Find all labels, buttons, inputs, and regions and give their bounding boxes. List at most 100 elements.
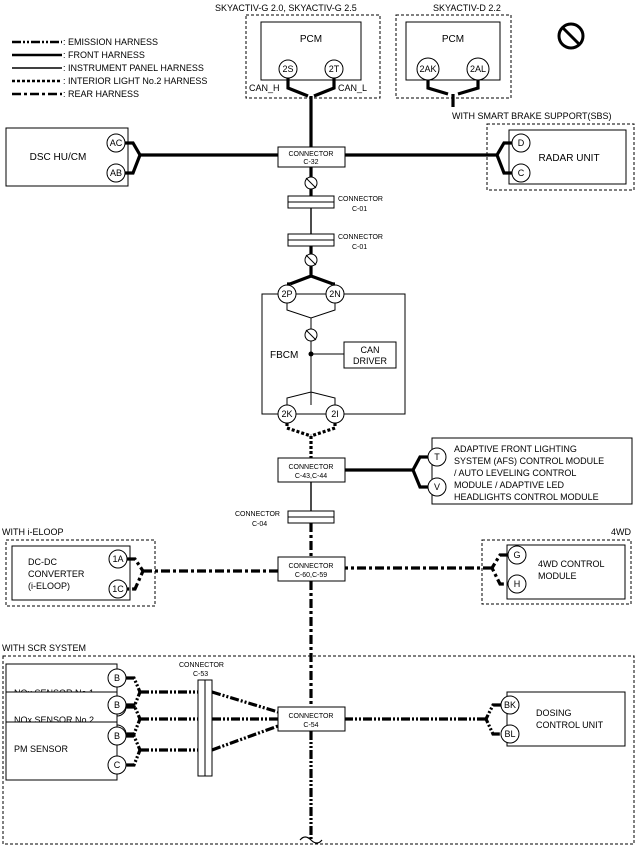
wire-break-icon	[299, 836, 323, 844]
pcm-g-title: PCM	[300, 34, 322, 45]
skyactiv-d-label: SKYACTIV-D 2.2	[433, 3, 501, 13]
can-driver-line2: DRIVER	[353, 356, 388, 366]
fourwd-line2: MODULE	[538, 571, 577, 581]
connector-c01a-id: C-01	[352, 206, 367, 213]
can-h-label: CAN_H	[249, 83, 280, 93]
can-driver-box	[343, 341, 397, 369]
legend: : EMISSION HARNESS : FRONT HARNESS : INS…	[12, 37, 207, 99]
can-l-label: CAN_L	[338, 83, 367, 93]
pcm-d-wire	[426, 80, 480, 107]
fourwd-wire	[345, 553, 508, 586]
legend-front: : FRONT HARNESS	[63, 50, 145, 60]
fourwd-pin-h-text: H	[514, 579, 521, 589]
fourwd-pin-g-label: G	[513, 550, 520, 560]
legend-emission: : EMISSION HARNESS	[63, 37, 158, 47]
afs-line1: ADAPTIVE FRONT LIGHTING	[454, 444, 577, 454]
skyactiv-g-label: SKYACTIV-G 2.0, SKYACTIV-G 2.5	[215, 3, 357, 13]
dosing-line2: CONTROL UNIT	[536, 720, 604, 730]
connector-c6059-label: CONNECTOR	[289, 563, 334, 570]
connector-c53-label: CONNECTOR	[179, 662, 224, 669]
can-driver-line1: CAN	[360, 345, 379, 355]
afs-pin-t-label: T	[434, 452, 440, 462]
pm-box-main	[5, 721, 118, 781]
radar-pin-c-label: C	[518, 168, 525, 178]
connector-c54	[277, 706, 346, 732]
pcm-g-pin-2s-label: 2S	[282, 64, 293, 74]
afs-line5: HEADLIGHTS CONTROL MODULE	[454, 492, 599, 502]
connector-c32-label: CONNECTOR	[289, 151, 334, 158]
fbcm-title: FBCM	[270, 350, 298, 361]
pcm-d-pin-2ak-label: 2AK	[419, 64, 436, 74]
connector-c54-label: CONNECTOR	[289, 713, 334, 720]
pcm-d-title: PCM	[442, 34, 464, 45]
dcdc-line3: (i-ELOOP)	[28, 581, 70, 591]
dosing-pin-bk-label: BK	[504, 700, 516, 710]
fbcm-pin-2k-label: 2K	[281, 409, 292, 419]
pm-pin-c	[107, 755, 127, 775]
afs-box	[431, 437, 633, 505]
dosing-line1: DOSING	[536, 708, 572, 718]
connector-c01b-label: CONNECTOR	[338, 234, 383, 241]
connector-c32-id: C-32	[303, 159, 318, 166]
dosing-box	[506, 691, 626, 747]
nox2-title: NOx SENSOR No.2	[14, 715, 94, 725]
twist-icon	[304, 328, 318, 342]
fourwd-line1: 4WD CONTROL	[538, 559, 605, 569]
fourwd-label: 4WD	[611, 527, 632, 537]
afs-line3: / AUTO LEVELING CONTROL	[454, 468, 576, 478]
radar-title: RADAR UNIT	[538, 153, 599, 164]
dcdc-wire	[127, 557, 278, 591]
connector-c6059-id: C-60,C-59	[295, 572, 327, 579]
dcdc-line2: CONVERTER	[28, 569, 85, 579]
legend-rear: : REAR HARNESS	[63, 89, 139, 99]
dosing-wire	[345, 703, 501, 736]
fourwd-box	[506, 544, 626, 600]
sbs-group	[486, 123, 635, 191]
nox1-wire	[126, 676, 198, 709]
afs-pin-v-label: V	[434, 482, 440, 492]
connector-c4344	[277, 457, 346, 483]
nox2-wire	[126, 703, 198, 736]
connector-c04-label: CONNECTOR	[235, 511, 280, 518]
pm-pin-c-label: C	[114, 760, 121, 770]
sbs-label: WITH SMART BRAKE SUPPORT(SBS)	[452, 111, 612, 121]
dsc-pin-ab-label: AB	[110, 168, 122, 178]
afs-line2: SYSTEM (AFS) CONTROL MODULE	[454, 456, 604, 466]
ieloop-group	[5, 539, 156, 607]
pm-wire	[126, 734, 198, 767]
pcm-g-pin-2t-label: 2T	[329, 64, 340, 74]
wire-fbcm-c43	[285, 423, 337, 458]
dcdc-pin-1c-label: 1C	[112, 584, 124, 594]
twist-icon	[304, 176, 318, 190]
connector-c01a-label: CONNECTOR	[338, 196, 383, 203]
pcm-d-pin-2al-label: 2AL	[470, 64, 486, 74]
connector-c54-id: C-54	[303, 722, 318, 729]
radar-wire	[345, 141, 512, 175]
dsc-title: DSC HU/CM	[30, 152, 87, 163]
connector-c01b-id: C-01	[352, 244, 367, 251]
dosing-pin-bl-label: BL	[504, 729, 515, 739]
connector-c4344-id: C-43,C-44	[295, 473, 327, 480]
dsc-wire	[125, 141, 278, 175]
connector-c4344-label: CONNECTOR	[289, 464, 334, 471]
afs-wire	[345, 455, 428, 489]
twist-icon	[304, 253, 318, 267]
connector-c04-id: C-04	[252, 521, 267, 528]
pm-title: PM SENSOR	[14, 744, 69, 754]
pm-pin-b-label: B	[114, 731, 120, 741]
scr-label: WITH SCR SYSTEM	[2, 643, 86, 653]
scr-group	[2, 655, 635, 845]
dsc-pin-ac-label: AC	[110, 138, 123, 148]
dcdc-line1: DC-DC	[28, 557, 57, 567]
nox2-pin-b-label: B	[114, 700, 120, 710]
legend-instrument: : INSTRUMENT PANEL HARNESS	[63, 63, 204, 73]
afs-line4: MODULE / ADAPTIVE LED	[454, 480, 565, 490]
prohibition-icon	[557, 22, 585, 50]
pcm-g-box	[260, 21, 362, 81]
legend-interior: : INTERIOR LIGHT No.2 HARNESS	[63, 76, 207, 86]
skyactiv-g-group	[245, 14, 381, 99]
dcdc-pin-1a-label: 1A	[112, 554, 123, 564]
fourwd-group	[481, 539, 632, 605]
ieloop-label: WITH i-ELOOP	[2, 527, 64, 537]
